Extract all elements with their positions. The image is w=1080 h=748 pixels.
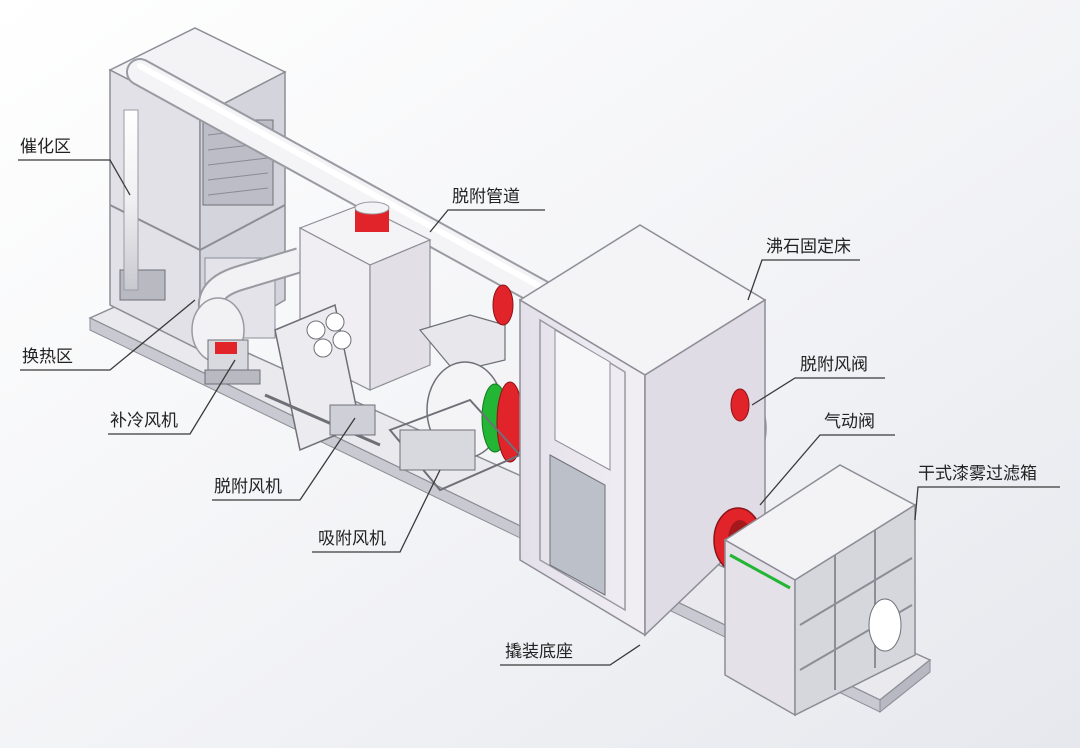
callout-line-pneumatic-valve [759,434,895,506]
adsorption-fan [388,314,524,492]
cooling-fan [191,297,261,385]
callout-line-zeolite-bed [747,259,860,301]
callout-line-cooling-fan [108,359,236,435]
callout-line-catalysis [18,159,131,196]
callout-line-heat-exchange [20,299,196,371]
zeolite-fixed-bed [492,224,767,637]
label-desorption-fan: 脱附风机 [214,477,282,497]
callout-line-desorption-pipe [429,209,545,233]
label-dry-paint-mist-filter: 干式漆雾过滤箱 [918,464,1037,484]
label-skid-base: 撬装底座 [505,642,573,662]
label-pneumatic-valve: 气动阀 [824,412,875,432]
label-zeolite-fixed-bed: 沸石固定床 [766,237,851,257]
label-catalysis-zone: 催化区 [20,137,71,157]
callout-line-desorption-damper [751,377,885,406]
callout-line-filter [914,486,1060,521]
callout-line-skid-base [500,644,641,666]
label-cooling-fan: 补冷风机 [110,411,178,431]
label-heat-exchange-zone: 换热区 [22,347,73,367]
callout-lines [18,159,1060,666]
label-desorption-damper: 脱附风阀 [800,355,868,375]
label-desorption-pipe: 脱附管道 [452,187,520,207]
callout-line-adsorption-fan [312,469,441,553]
paint-mist-filter [723,464,917,717]
desorption-fan [264,303,381,452]
callout-line-desorption-fan [212,417,356,501]
label-adsorption-fan: 吸附风机 [318,529,386,549]
